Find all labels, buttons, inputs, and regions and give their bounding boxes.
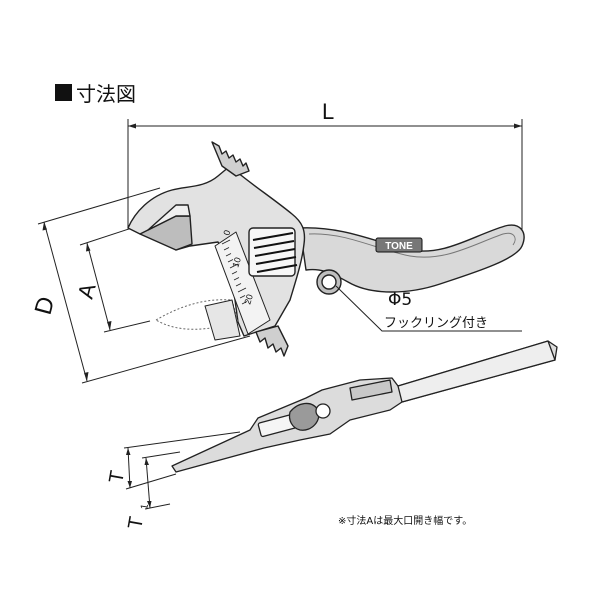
title-text: 寸法図 <box>76 82 136 106</box>
a-extension-bottom <box>103 320 151 333</box>
a-arrow-bottom <box>107 321 112 330</box>
dimension-a <box>79 225 151 333</box>
scale-label-10: 10 <box>230 256 243 269</box>
dimension-d <box>37 187 251 384</box>
d-arrow-bottom <box>84 372 89 381</box>
worm-screw <box>252 232 298 273</box>
side-worm <box>288 402 320 431</box>
lower-jaw-ghost <box>155 299 239 330</box>
page-title: 寸法図 <box>55 78 136 107</box>
black-square-icon <box>55 84 72 101</box>
dimension-t <box>123 431 241 510</box>
handle-highlight <box>308 232 516 258</box>
a-extension-top <box>79 225 139 246</box>
hook-hole-diameter: Φ5 <box>388 290 413 310</box>
brand-text: TONE <box>385 241 413 252</box>
jaw-bevel <box>147 204 191 231</box>
scale-label-0: 0 <box>221 229 232 237</box>
worm-rack-bottom <box>255 325 289 357</box>
d-extension-top <box>37 187 161 225</box>
a-label: A <box>73 280 101 301</box>
d-label: D <box>30 294 61 318</box>
dimension-l <box>127 119 523 235</box>
d-arrow-top <box>42 222 47 231</box>
side-handle <box>397 340 556 403</box>
hook-hole-label: フックリング付き <box>384 316 489 331</box>
hook-hole <box>321 274 337 290</box>
t1-subscript: 1 <box>139 503 151 511</box>
brand-badge <box>375 237 423 253</box>
hook-leader <box>335 285 522 332</box>
side-hook-hole <box>315 403 331 419</box>
a-arrow-top <box>86 243 91 252</box>
t-label: T <box>105 469 129 485</box>
scale-label-20: 20 <box>242 293 255 306</box>
d-dimension-line <box>43 221 88 382</box>
scale-ticks <box>221 239 248 305</box>
worm-rack-top <box>211 141 250 177</box>
hook-hole-callout: Φ5 フックリング付き <box>384 290 489 331</box>
t1-label: T <box>124 515 148 531</box>
a-dimension-line <box>86 242 111 331</box>
scale-plate <box>214 231 271 335</box>
l-arrow-left <box>128 123 136 129</box>
lower-jaw <box>204 299 241 341</box>
side-neck <box>349 379 393 401</box>
wrench-front-view <box>127 141 525 357</box>
l-label: L <box>322 99 334 124</box>
d-extension-bottom <box>81 335 251 384</box>
footnote: ※寸法Aは最大口開き幅です。 <box>338 516 473 527</box>
l-arrow-right <box>514 123 522 129</box>
wrench-side-view <box>171 340 558 473</box>
